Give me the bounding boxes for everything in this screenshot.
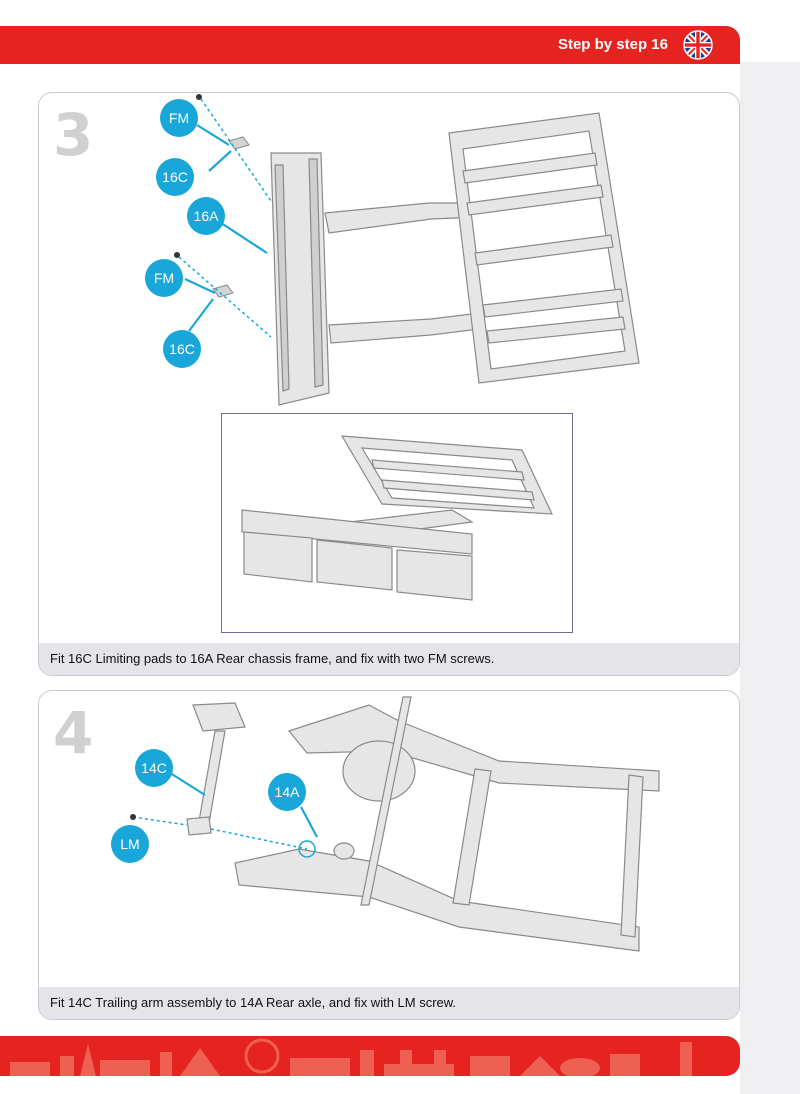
step-3-panel: 3 [38,92,740,676]
callout-16c: 16C [156,158,194,196]
callout-lm: LM [111,825,149,863]
uk-flag-icon [683,30,713,60]
callout-14a: 14A [268,773,306,811]
footer-skyline-bar [0,1036,740,1076]
step-4-panel: 4 14C 14A LM Fit 14C Tra [38,690,740,1020]
step-4-caption: Fit 14C Trailing arm assembly to 14A Rea… [39,987,739,1019]
callout-16c: 16C [163,330,201,368]
callout-16a: 16A [187,197,225,235]
callout-14c: 14C [135,749,173,787]
london-skyline-decoration [0,1036,740,1076]
callout-fm: FM [145,259,183,297]
header-bar: Step by step 16 [0,26,740,64]
assembled-view-inset [221,413,573,633]
step-3-caption: Fit 16C Limiting pads to 16A Rear chassi… [39,643,739,675]
page-title: Step by step 16 [558,36,668,53]
assembled-chassis-illustration [222,414,572,632]
page-edge-strip [740,62,800,1094]
callout-fm: FM [160,99,198,137]
